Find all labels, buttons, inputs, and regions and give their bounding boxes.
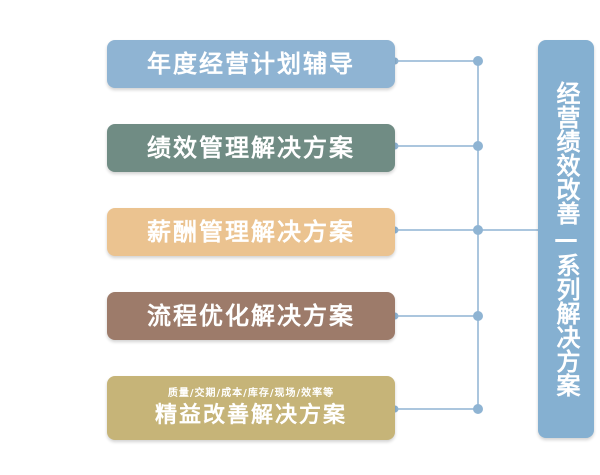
solution-box-process: 流程优化解决方案 xyxy=(107,292,395,340)
solution-box-lean: 质量/交期/成本/库存/现场/效率等 精益改善解决方案 xyxy=(107,376,395,440)
side-panel-title: 经营绩效改善—系列解决方案 xyxy=(552,81,580,397)
solution-label: 精益改善解决方案 xyxy=(154,403,347,428)
solution-label: 流程优化解决方案 xyxy=(147,302,355,330)
solution-label: 薪酬管理解决方案 xyxy=(147,218,355,246)
solution-sublabel: 质量/交期/成本/库存/现场/效率等 xyxy=(167,388,335,399)
connector-dot-right-1 xyxy=(473,141,483,151)
solution-label: 年度经营计划辅导 xyxy=(147,50,355,78)
solution-label: 绩效管理解决方案 xyxy=(147,134,355,162)
connector-dot-right-2 xyxy=(473,225,483,235)
connector-dot-right-4 xyxy=(473,404,483,414)
connector-dot-right-0 xyxy=(473,56,483,66)
solution-box-annual-plan: 年度经营计划辅导 xyxy=(107,40,395,88)
side-panel: 经营绩效改善—系列解决方案 xyxy=(538,40,594,438)
solution-box-compensation: 薪酬管理解决方案 xyxy=(107,208,395,256)
connector-dot-right-3 xyxy=(473,311,483,321)
solution-box-performance: 绩效管理解决方案 xyxy=(107,124,395,172)
